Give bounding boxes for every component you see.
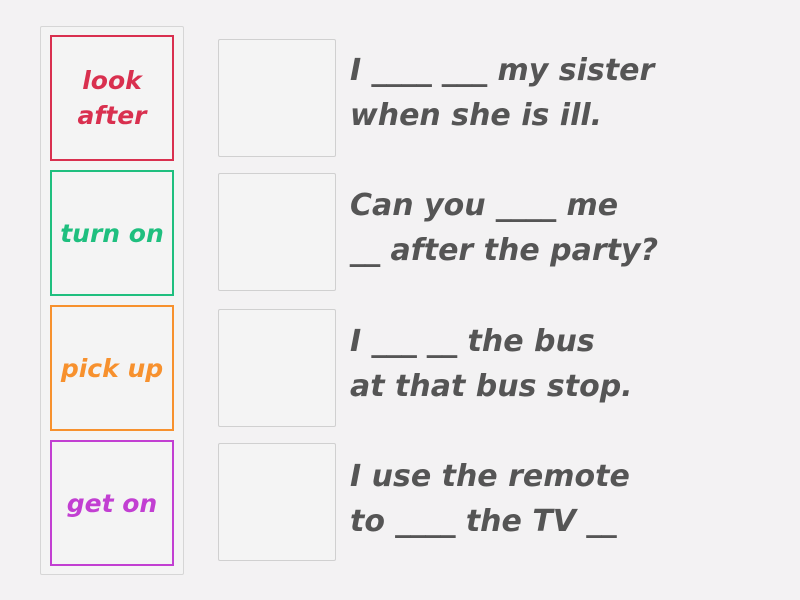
sentence-2: Can you ____ me __ after the party?: [350, 183, 770, 273]
card-turn-on[interactable]: turn on: [50, 170, 174, 296]
card-get-on[interactable]: get on: [50, 440, 174, 566]
sentence-line: I use the remote: [350, 459, 630, 494]
card-pick-up[interactable]: pick up: [50, 305, 174, 431]
sentence-line: __ after the party?: [350, 233, 658, 268]
sentence-line: when she is ill.: [350, 98, 603, 133]
card-label: look: [82, 66, 142, 95]
card-label: pick up: [60, 353, 164, 383]
card-label: after: [77, 101, 147, 130]
sentence-line: I ____ ___ my sister: [350, 53, 655, 88]
sentence-4: I use the remote to ____ the TV __: [350, 454, 770, 544]
drop-slot-4[interactable]: [218, 443, 336, 561]
sentence-line: I ___ __ the bus: [350, 324, 595, 359]
card-label: get on: [66, 488, 158, 518]
drop-slot-3[interactable]: [218, 309, 336, 427]
sentence-line: at that bus stop.: [350, 369, 633, 404]
answer-cards-panel: [40, 26, 184, 575]
sentence-3: I ___ __ the bus at that bus stop.: [350, 319, 770, 409]
sentence-1: I ____ ___ my sister when she is ill.: [350, 48, 770, 138]
sentence-line: to ____ the TV __: [350, 504, 617, 539]
sentence-line: Can you ____ me: [350, 188, 619, 223]
drop-slot-2[interactable]: [218, 173, 336, 291]
card-look-after[interactable]: look after: [50, 35, 174, 161]
card-label: turn on: [60, 218, 164, 248]
drop-slot-1[interactable]: [218, 39, 336, 157]
